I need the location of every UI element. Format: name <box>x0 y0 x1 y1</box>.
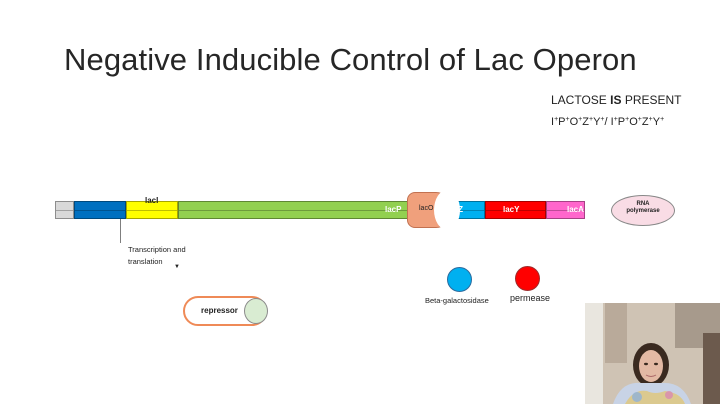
genotype-allele: O <box>569 116 579 128</box>
genotype-allele-sup: + <box>625 116 630 123</box>
segment-stripe <box>449 210 484 211</box>
genotype-allele: Y <box>652 116 661 128</box>
genotype-allele-sup: + <box>613 116 618 123</box>
rna-polymerase <box>611 195 675 226</box>
segment-stripe <box>75 210 125 211</box>
genotype-allele-sup: + <box>554 116 559 123</box>
genotype-allele: Y <box>593 116 601 128</box>
genotype-allele: O <box>629 116 638 128</box>
condition-prefix: LACTOSE <box>551 93 611 107</box>
genotype-allele-sup: + <box>578 116 583 123</box>
beta-galactosidase-label: Beta-galactosidase <box>425 296 489 305</box>
permease-icon <box>515 266 540 291</box>
genotype-allele-sup: + <box>648 116 653 123</box>
beta-galactosidase-icon <box>447 267 472 292</box>
genotype-allele-sup: + <box>660 116 665 123</box>
segment-stripe <box>179 210 424 211</box>
condition-text: LACTOSE IS PRESENT <box>551 93 682 107</box>
operon-segment-lacI <box>126 201 178 219</box>
genotype-allele-sup: + <box>637 116 642 123</box>
presenter-webcam <box>585 303 720 404</box>
genotype-allele: Z <box>641 116 649 128</box>
genotype-left: I+P+O+Z+Y+ <box>551 116 605 128</box>
segment-stripe <box>56 210 73 211</box>
process-label: Transcription and translation <box>128 245 186 266</box>
operon-segment-spacer <box>178 201 425 219</box>
connector-line <box>120 219 121 243</box>
genotype-allele: I <box>551 116 555 128</box>
repressor-label: repressor <box>201 306 238 315</box>
rna-polymerase-label: RNA polymerase <box>626 201 660 214</box>
repressor-binding-domain <box>244 298 268 324</box>
operon-segment-lacY <box>485 201 546 219</box>
segment-label-lacP: lacP <box>385 205 402 214</box>
genotype-allele-sup: + <box>588 116 594 123</box>
segment-stripe <box>486 210 545 211</box>
segment-stripe <box>547 210 584 211</box>
permease-label: permease <box>510 293 551 303</box>
operon-segment-upstream <box>74 201 126 219</box>
genotype-allele: Z <box>582 116 589 128</box>
genotype-allele: P <box>617 116 626 128</box>
segment-label-lacY: lacY <box>503 205 520 214</box>
webcam-image <box>585 303 720 404</box>
down-arrow-icon: ▼ <box>174 264 180 270</box>
segment-stripe <box>127 210 177 211</box>
lacO-label: lacO <box>419 205 434 212</box>
genotype-allele-sup: + <box>565 116 570 123</box>
genotype-allele: P <box>558 116 566 128</box>
slide-title: Negative Inducible Control of Lac Operon <box>64 42 637 77</box>
segment-label-lacI: lacI <box>145 196 159 205</box>
genotype-separator: / <box>604 116 611 128</box>
operon-segment-left-end <box>55 201 74 219</box>
condition-suffix: PRESENT <box>621 93 682 107</box>
operon-segment-lacA <box>546 201 585 219</box>
segment-label-lacA: lacA <box>567 205 584 214</box>
condition-emphasis: IS <box>610 93 622 107</box>
genotype-right: I+P+O+Z+Y+ <box>611 116 665 128</box>
genotype-allele-sup: + <box>600 116 605 123</box>
genotype-allele: I <box>610 116 614 128</box>
operator-notch <box>434 190 460 230</box>
genotype: I+P+O+Z+Y+/ I+P+O+Z+Y+ <box>551 116 664 128</box>
